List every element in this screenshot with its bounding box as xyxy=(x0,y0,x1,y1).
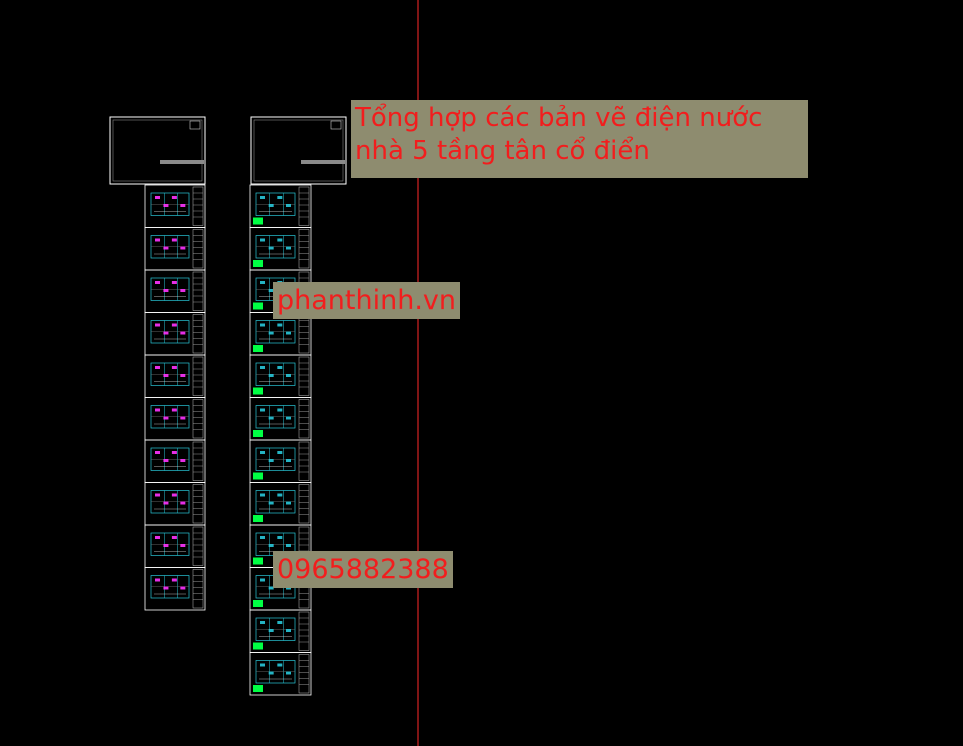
drawing-sheet[interactable] xyxy=(144,397,206,441)
drawing-sheet[interactable] xyxy=(144,354,206,398)
drawing-sheet[interactable] xyxy=(249,652,312,696)
plumbing-cover-sheet[interactable] xyxy=(250,116,347,185)
drawing-sheet[interactable] xyxy=(144,312,206,356)
drawing-sheet[interactable] xyxy=(249,439,312,483)
drawing-sheet[interactable] xyxy=(144,269,206,313)
electrical-sheet-column xyxy=(144,184,206,611)
plumbing-sheet-column xyxy=(249,184,312,696)
electrical-cover-sheet[interactable] xyxy=(109,116,206,185)
drawing-sheet[interactable] xyxy=(249,227,312,271)
title-overlay-label: Tổng hợp các bản vẽ điện nước nhà 5 tầng… xyxy=(351,100,808,178)
drawing-sheet[interactable] xyxy=(144,439,206,483)
drawing-sheet[interactable] xyxy=(144,567,206,611)
phone-overlay-label: 0965882388 xyxy=(273,551,453,588)
drawing-sheet[interactable] xyxy=(249,354,312,398)
drawing-sheet[interactable] xyxy=(249,482,312,526)
drawing-sheet[interactable] xyxy=(249,184,312,228)
website-overlay-label: phanthinh.vn xyxy=(273,282,461,319)
drawing-sheet[interactable] xyxy=(144,184,206,228)
drawing-sheet[interactable] xyxy=(144,482,206,526)
drawing-sheet[interactable] xyxy=(144,524,206,568)
drawing-sheet[interactable] xyxy=(249,609,312,653)
drawing-sheet[interactable] xyxy=(249,397,312,441)
drawing-sheet[interactable] xyxy=(144,227,206,271)
